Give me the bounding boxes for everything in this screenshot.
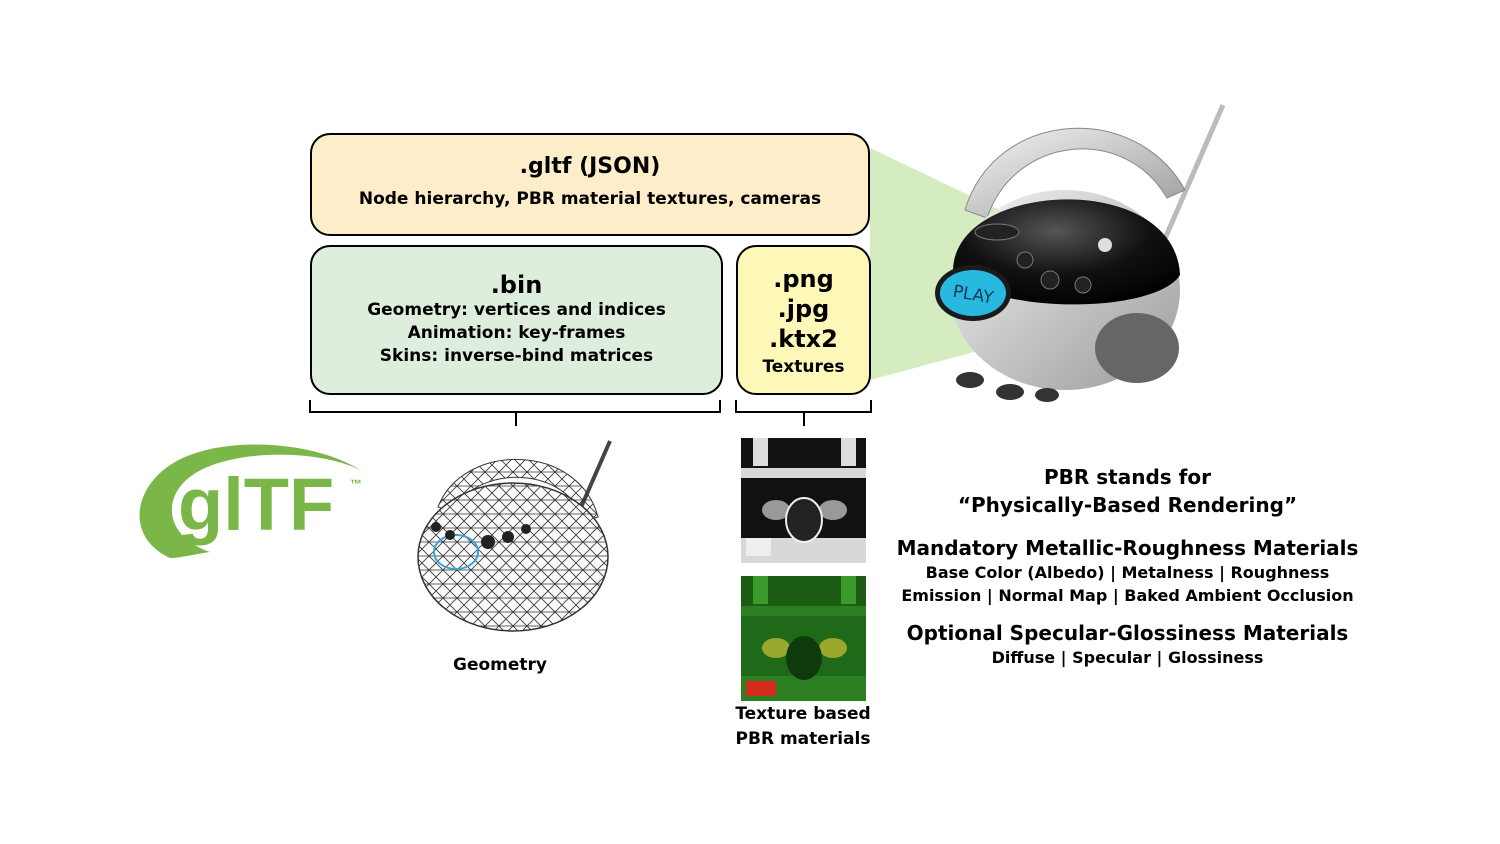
- texture-map-basecolor-image: [741, 438, 866, 563]
- mandatory-materials-line1: Base Color (Albedo) | Metalness | Roughn…: [925, 563, 1330, 582]
- gltf-logo: glTF ™: [139, 444, 362, 558]
- bin-line-geometry: Geometry: vertices and indices: [367, 300, 666, 320]
- texture-caption-line2: PBR materials: [735, 729, 871, 749]
- textures-box: .png .jpg .ktx2 Textures: [736, 245, 871, 395]
- bin-line-animation: Animation: key-frames: [407, 323, 626, 343]
- bin-line-skins: Skins: inverse-bind matrices: [379, 346, 654, 366]
- textures-label: Textures: [762, 357, 845, 377]
- gltf-box-subtitle: Node hierarchy, PBR material textures, c…: [358, 189, 822, 209]
- trademark-symbol: ™: [350, 477, 362, 491]
- textures-brace: [735, 400, 872, 426]
- geometry-caption: Geometry: [453, 655, 547, 675]
- bin-box: .bin Geometry: vertices and indices Anim…: [310, 245, 723, 395]
- pbr-heading-line1: PBR stands for: [1044, 465, 1211, 489]
- gltf-json-box: .gltf (JSON) Node hierarchy, PBR materia…: [310, 133, 870, 236]
- pbr-description-panel: PBR stands for “Physically-Based Renderi…: [860, 463, 1395, 669]
- ext-png: .png: [773, 265, 834, 293]
- optional-materials-title: Optional Specular-Glossiness Materials: [906, 621, 1349, 645]
- wireframe-geometry-image: [417, 440, 612, 632]
- mandatory-materials-title: Mandatory Metallic-Roughness Materials: [896, 536, 1359, 560]
- mandatory-materials-line2: Emission | Normal Map | Baked Ambient Oc…: [901, 586, 1354, 605]
- bin-box-title: .bin: [490, 271, 543, 299]
- texture-caption: Texture based PBR materials: [718, 702, 888, 752]
- gltf-box-title: .gltf (JSON): [519, 154, 661, 179]
- optional-materials-line1: Diffuse | Specular | Glossiness: [991, 648, 1264, 667]
- ext-ktx2: .ktx2: [769, 325, 838, 353]
- texture-caption-line1: Texture based: [735, 704, 871, 724]
- gltf-logo-text: glTF: [178, 463, 334, 546]
- texture-map-roughness-image: [741, 576, 866, 701]
- bin-brace: [309, 400, 721, 426]
- pbr-heading-line2: “Physically-Based Rendering”: [957, 493, 1298, 517]
- ext-jpg: .jpg: [777, 295, 830, 323]
- boombox-model-image: PLAY: [935, 104, 1226, 402]
